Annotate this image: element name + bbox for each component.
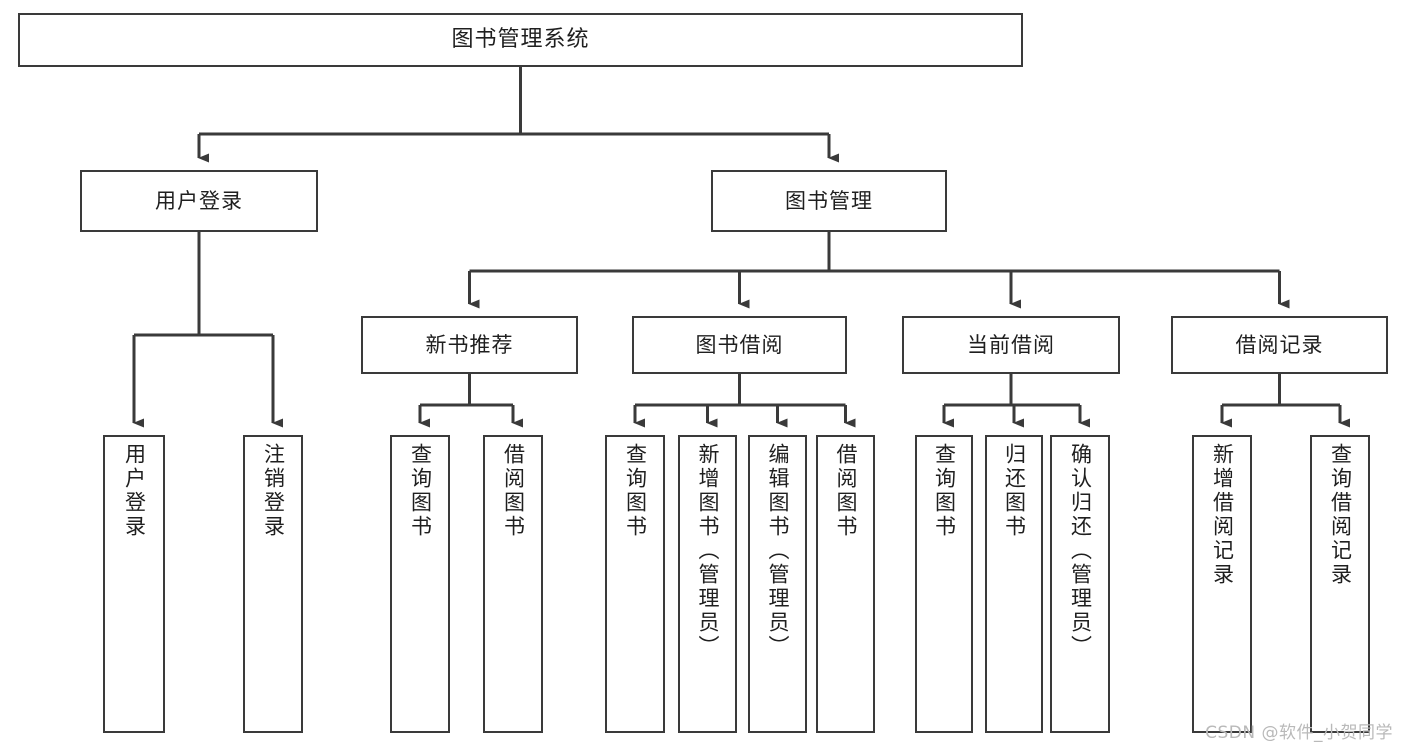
node-label: 新增图书（管理员） [696,443,720,659]
leaf-borrow-book[interactable]: 借阅图书 [816,435,875,733]
leaf-add-borrow-record[interactable]: 新增借阅记录 [1192,435,1252,733]
leaf-logout[interactable]: 注销登录 [243,435,303,733]
node-label: 确认归还（管理员） [1068,443,1093,659]
node-label: 当前借阅 [967,332,1055,357]
node-label: 查询借阅记录 [1328,443,1353,587]
leaf-query-borrow-record[interactable]: 查询借阅记录 [1310,435,1370,733]
node-label: 图书管理 [785,188,873,213]
node-borrow-record[interactable]: 借阅记录 [1171,316,1388,374]
node-book-borrow[interactable]: 图书借阅 [632,316,847,374]
node-label: 编辑图书（管理员） [766,443,790,659]
node-user-login[interactable]: 用户登录 [80,170,318,232]
node-new-book-recommend[interactable]: 新书推荐 [361,316,578,374]
leaf-return-book[interactable]: 归还图书 [985,435,1043,733]
node-label: 用户登录 [155,188,243,213]
node-label: 图书管理系统 [451,27,590,53]
node-label: 归还图书 [1002,443,1027,539]
node-label: 查询图书 [932,443,957,539]
node-label: 新书推荐 [425,332,514,357]
node-root-system[interactable]: 图书管理系统 [18,13,1023,67]
node-label: 借阅记录 [1235,332,1324,357]
node-label: 用户登录 [122,443,147,539]
node-label: 图书借阅 [695,332,784,357]
node-label: 查询图书 [623,443,648,539]
node-current-borrow[interactable]: 当前借阅 [902,316,1120,374]
leaf-confirm-return-admin[interactable]: 确认归还（管理员） [1050,435,1110,733]
leaf-user-login[interactable]: 用户登录 [103,435,165,733]
node-book-management[interactable]: 图书管理 [711,170,947,232]
node-label: 借阅图书 [834,443,858,539]
node-label: 借阅图书 [501,443,526,539]
node-label: 查询图书 [408,443,433,539]
leaf-query-book-current[interactable]: 查询图书 [915,435,973,733]
node-label: 注销登录 [261,443,286,539]
leaf-query-book-recommend[interactable]: 查询图书 [390,435,450,733]
leaf-edit-book-admin[interactable]: 编辑图书（管理员） [748,435,807,733]
leaf-borrow-book-recommend[interactable]: 借阅图书 [483,435,543,733]
leaf-query-book-borrow[interactable]: 查询图书 [605,435,665,733]
node-label: 新增借阅记录 [1210,443,1235,587]
leaf-add-book-admin[interactable]: 新增图书（管理员） [678,435,737,733]
